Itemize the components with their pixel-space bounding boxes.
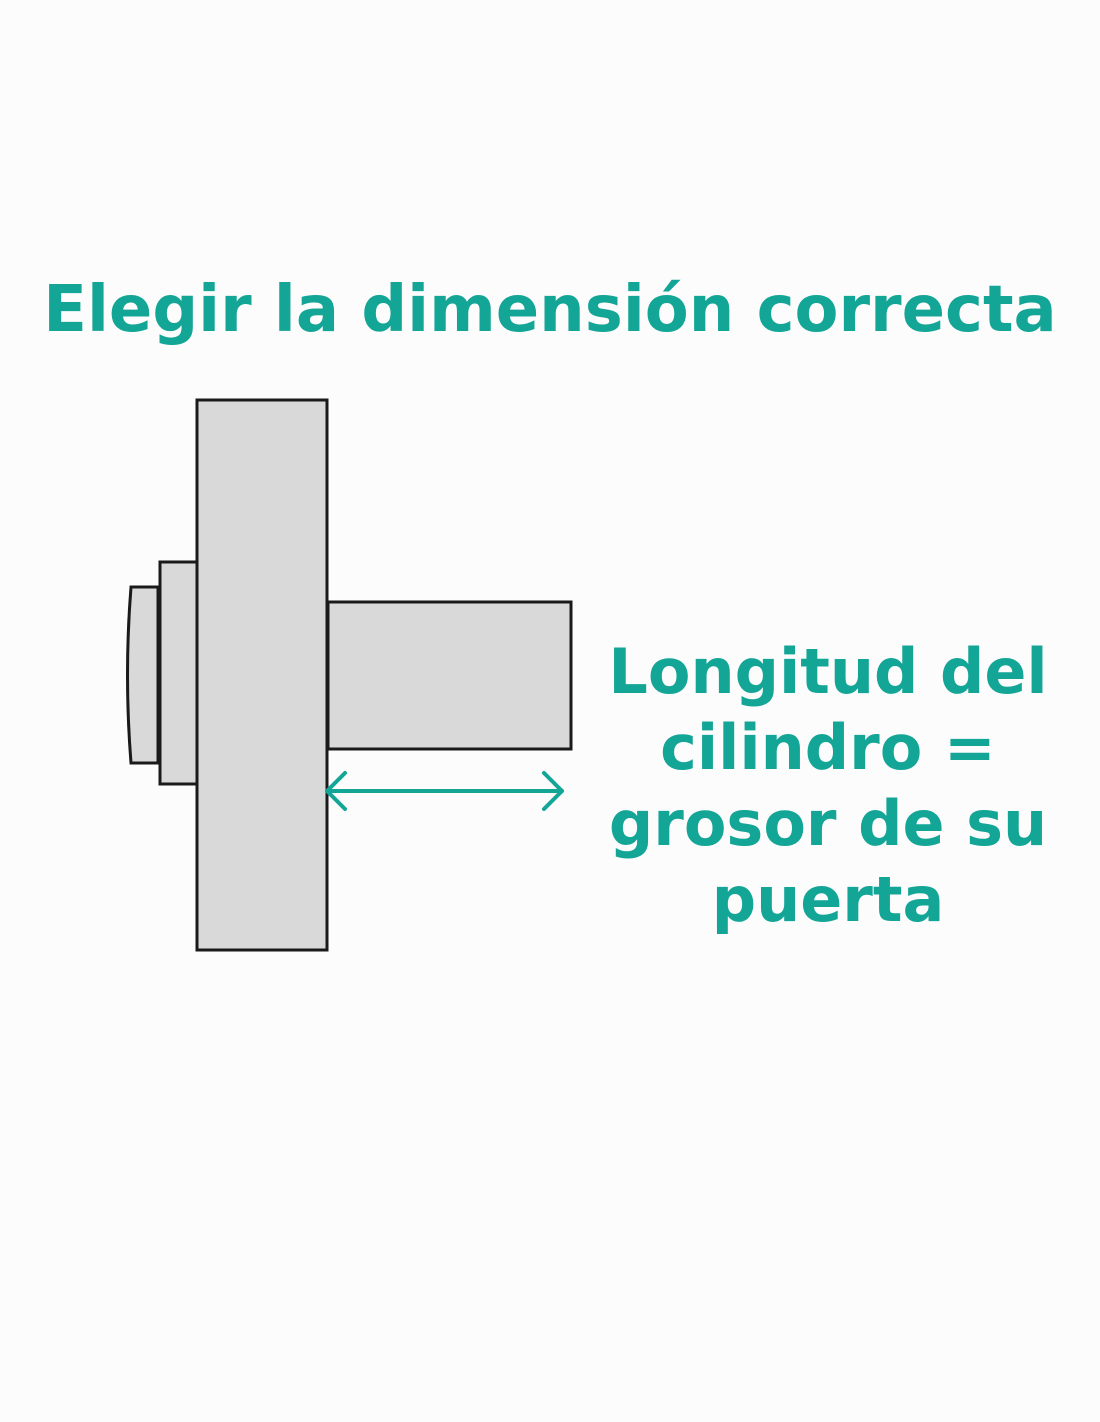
cylinder-collar: [158, 560, 199, 786]
diagram-title: Elegir la dimensión correcta: [43, 273, 1057, 347]
cylinder-length-label: Longitud del cilindro = grosor de su pue…: [578, 634, 1078, 938]
cylinder-body: [326, 600, 573, 751]
cylinder-cap: [126, 585, 160, 765]
double-headed-arrow-icon: [325, 771, 564, 811]
label-line-2: cilindro =: [660, 711, 996, 784]
label-line-3: grosor de su: [608, 787, 1048, 860]
cylinder-flange: [195, 398, 329, 952]
label-line-1: Longitud del: [608, 635, 1048, 708]
label-line-4: puerta: [711, 863, 945, 936]
